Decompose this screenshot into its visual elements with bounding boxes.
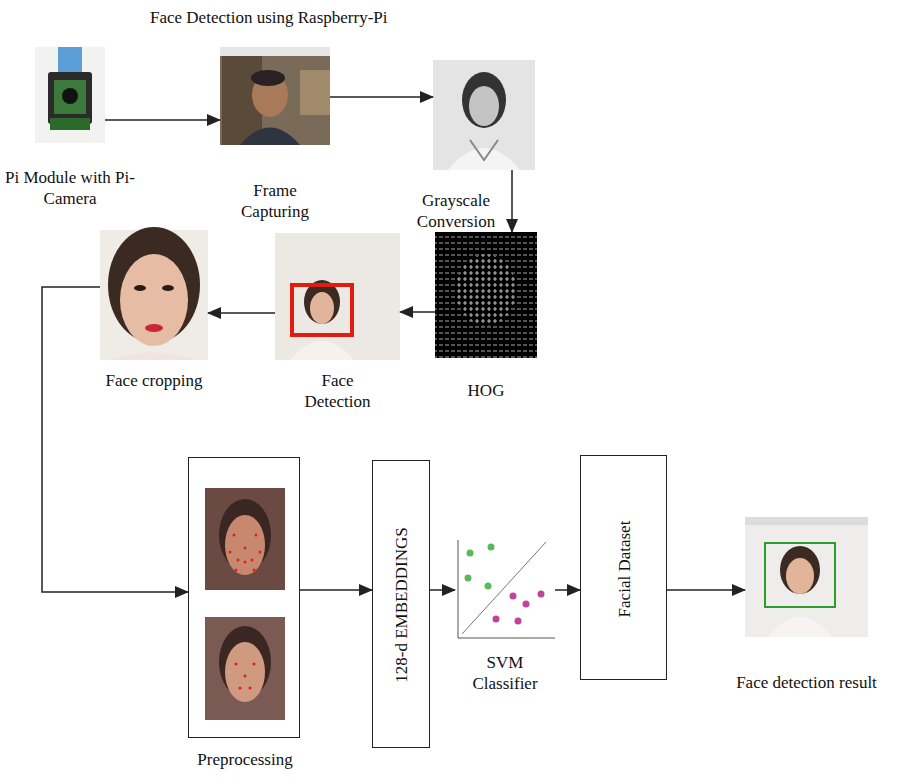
vertical-label: Facial Dataset xyxy=(615,519,635,619)
embeddings-box: 128-d EMBEDDINGS xyxy=(372,460,430,748)
dataset-box: Facial Dataset xyxy=(580,455,667,680)
hog-image xyxy=(435,232,537,358)
step-caption: Preprocessing xyxy=(165,749,325,770)
flow-arrow xyxy=(511,170,513,232)
step-caption: Grayscale Conversion xyxy=(406,190,506,232)
hog-node: HOG xyxy=(435,232,537,358)
step-caption: Pi Module with Pi- Camera xyxy=(0,167,140,209)
flow-arrow xyxy=(208,312,275,314)
grayscale-node: Grayscale Conversion xyxy=(433,60,535,170)
flow-arrow xyxy=(430,589,455,591)
flow-arrow xyxy=(555,589,580,591)
result-photo xyxy=(745,517,868,637)
detection-node: Face Detection xyxy=(275,233,400,360)
flow-arrow xyxy=(300,589,372,591)
step-caption: Face cropping xyxy=(104,370,204,391)
step-caption: HOG xyxy=(446,380,526,401)
preprocessing-box: Preprocessing xyxy=(188,457,300,738)
flow-arrow xyxy=(330,96,433,98)
grayscale-photo xyxy=(433,60,535,170)
pi-camera-node: Pi Module with Pi- Camera xyxy=(35,47,105,143)
step-caption: Frame Capturing xyxy=(225,180,325,222)
step-caption: Face detection result xyxy=(717,672,897,693)
flow-arrow xyxy=(400,311,435,313)
flow-arrow xyxy=(105,119,220,121)
step-caption: Face Detection xyxy=(288,370,388,412)
svm-node: SVM Classifier xyxy=(455,535,555,640)
svm-scatter-plot xyxy=(458,540,555,638)
face-detection-photo xyxy=(275,233,400,360)
diagram-title: Face Detection using Raspberry-Pi xyxy=(150,8,387,28)
frame-node: Frame Capturing xyxy=(220,47,330,145)
landmark-photos xyxy=(205,488,285,720)
face-crop-photo xyxy=(100,227,208,360)
step-caption: SVM Classifier xyxy=(455,652,555,694)
result-node: Face detection result xyxy=(745,517,868,637)
flow-arrow xyxy=(667,589,745,591)
frame-capture-photo xyxy=(220,47,330,145)
flow-arrow xyxy=(42,287,188,592)
crop-node: Face cropping xyxy=(100,230,208,360)
vertical-label: 128-d EMBEDDINGS xyxy=(392,475,412,735)
pi-module-photo xyxy=(35,47,105,143)
